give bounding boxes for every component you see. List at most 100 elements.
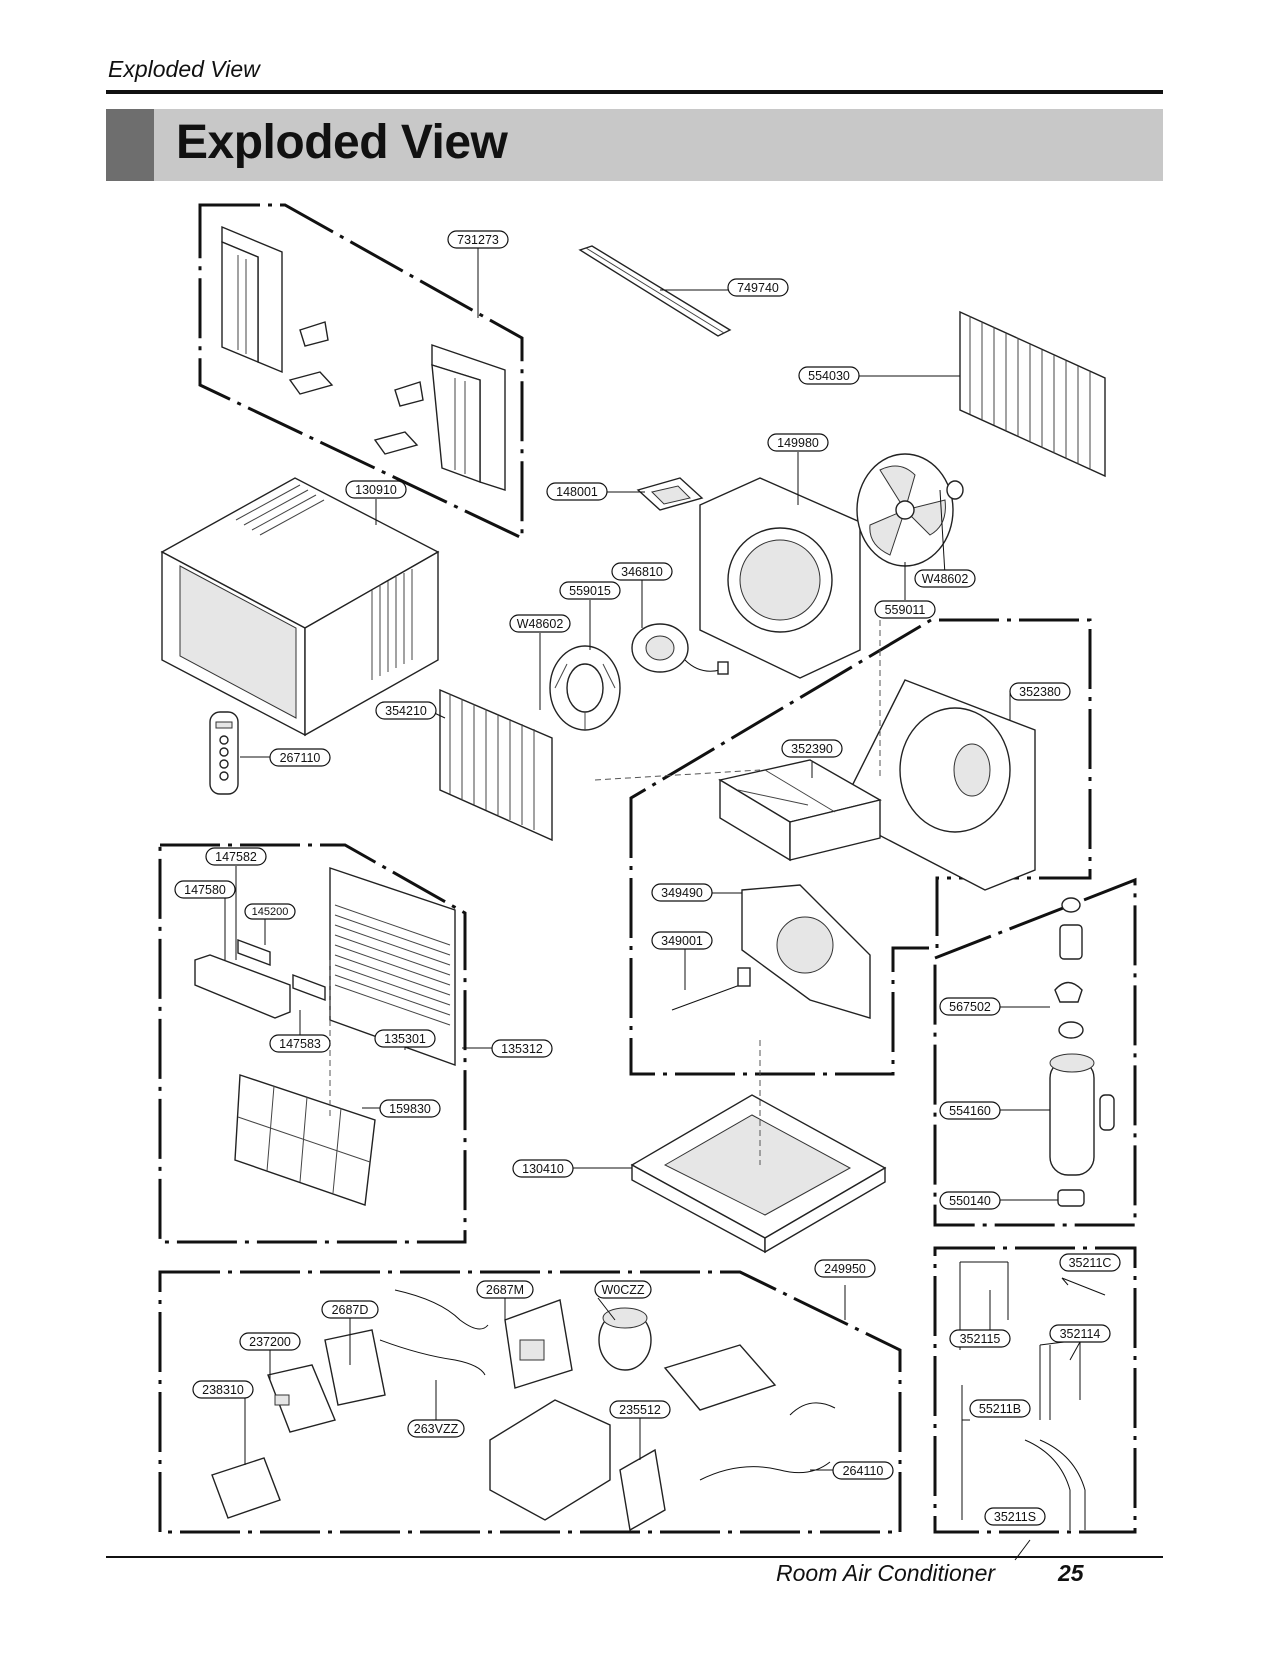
piping-parts (959, 1261, 1106, 1530)
part-code: 145200 (252, 906, 289, 918)
part-label-567502: 567502 (939, 997, 1001, 1016)
part-code: 249950 (824, 1262, 866, 1276)
part-label-354210: 354210 (375, 701, 437, 720)
filter-part (234, 1074, 376, 1206)
part-label-35211C: 35211C (1059, 1253, 1121, 1272)
louver-parts (194, 938, 326, 1019)
part-label-550140: 550140 (939, 1191, 1001, 1210)
part-code: 55211B (979, 1402, 1021, 1416)
front-grille-part (329, 867, 456, 1066)
part-label-235512: 235512 (609, 1400, 671, 1419)
part-label-2687D: 2687D (321, 1300, 379, 1319)
leader-lines (224, 246, 1081, 1561)
assembly-guides (329, 620, 881, 1165)
orifice-plate-part (741, 884, 871, 1019)
part-code: 354210 (385, 704, 427, 718)
part-label-148001: 148001 (546, 482, 608, 501)
part-code: 235512 (619, 1403, 661, 1417)
part-code: 35211S (994, 1510, 1036, 1524)
part-code: 346810 (621, 565, 663, 579)
part-code: 267110 (280, 751, 321, 765)
section-title-tab (106, 109, 154, 181)
evaporator-coil-part (439, 688, 553, 842)
frame-kit-parts (221, 225, 506, 491)
part-code: W48602 (922, 572, 969, 586)
condenser-coil-part (959, 310, 1106, 478)
top-rail-part (578, 245, 732, 337)
part-code: 237200 (249, 1335, 291, 1349)
part-code: 731273 (457, 233, 499, 247)
header-rule (106, 90, 1163, 94)
part-code: 550140 (949, 1194, 991, 1208)
part-code: 159830 (389, 1102, 431, 1116)
part-label-264110: 264110 (832, 1461, 894, 1480)
part-code: 130410 (522, 1162, 564, 1176)
cabinet-part (160, 477, 440, 737)
panel-electrical (158, 1270, 902, 1534)
panel-front-grille (158, 843, 467, 1244)
part-code: 135301 (384, 1032, 426, 1046)
part-label-349490: 349490 (651, 883, 713, 902)
part-code: 149980 (777, 436, 819, 450)
part-label-147580: 147580 (174, 880, 236, 899)
section-title-band: Exploded View (106, 109, 1163, 181)
base-pan-part (630, 1094, 887, 1254)
air-filter-tray-part (718, 759, 882, 862)
part-code: 559011 (885, 603, 926, 617)
part-label-554160: 554160 (939, 1101, 1001, 1120)
shroud-part (699, 477, 861, 679)
part-code: 567502 (949, 1000, 991, 1014)
part-label-554030: 554030 (798, 366, 860, 385)
section-title: Exploded View (176, 116, 508, 169)
part-code: 352380 (1019, 685, 1061, 699)
part-code: W0CZZ (601, 1283, 644, 1297)
panel-frame-kit (198, 203, 524, 541)
part-code: 147583 (279, 1037, 321, 1051)
part-code: 147580 (184, 883, 226, 897)
part-label-352380: 352380 (1009, 682, 1071, 701)
part-label-147583: 147583 (269, 1034, 331, 1053)
part-label-130410: 130410 (512, 1159, 574, 1178)
part-label-749740: 749740 (727, 278, 789, 297)
part-label-346810: 346810 (611, 562, 673, 581)
part-code: 263VZZ (414, 1422, 459, 1436)
part-label-35211S: 35211S (984, 1507, 1046, 1526)
thermistor-part (671, 967, 751, 1011)
part-code: 554030 (808, 369, 850, 383)
part-code: 352114 (1060, 1327, 1101, 1341)
part-label-130910: 130910 (345, 480, 407, 499)
fan-motor-part (631, 623, 729, 675)
part-label-237200: 237200 (239, 1332, 301, 1351)
part-label-135312: 135312 (491, 1039, 553, 1058)
part-code: W48602 (517, 617, 564, 631)
part-label-267110: 267110 (269, 748, 331, 767)
part-code: 130910 (355, 483, 397, 497)
part-label-149980: 149980 (767, 433, 829, 452)
part-code: 2687M (486, 1283, 524, 1297)
part-label-352390: 352390 (781, 739, 843, 758)
part-label-559011: 559011 (874, 600, 936, 619)
part-label-159830: 159830 (379, 1099, 441, 1118)
running-head-title: Exploded View (108, 56, 260, 82)
part-code: 554160 (949, 1104, 991, 1118)
part-code: 349001 (661, 934, 703, 948)
part-code: 135312 (501, 1042, 543, 1056)
part-label-W48602-a: W48602 (509, 614, 571, 633)
part-label-147582: 147582 (205, 847, 267, 866)
electrical-parts (211, 1289, 836, 1532)
footer-rule (106, 1556, 1163, 1558)
part-code: 2687D (332, 1303, 369, 1317)
scroll-housing-part (849, 679, 1036, 891)
part-label-W0CZZ: W0CZZ (594, 1280, 652, 1299)
part-label-145200: 145200 (244, 903, 296, 920)
panel-compressor (933, 877, 1137, 1227)
part-label-559015: 559015 (559, 581, 621, 600)
panel-indoor-section (629, 618, 1092, 1076)
part-code: 352390 (791, 742, 833, 756)
part-code: 148001 (556, 485, 598, 499)
part-label-2687M: 2687M (476, 1280, 534, 1299)
part-label-55211B: 55211B (969, 1399, 1031, 1418)
axial-fan-part (856, 453, 964, 567)
part-label-352114: 352114 (1049, 1324, 1111, 1343)
